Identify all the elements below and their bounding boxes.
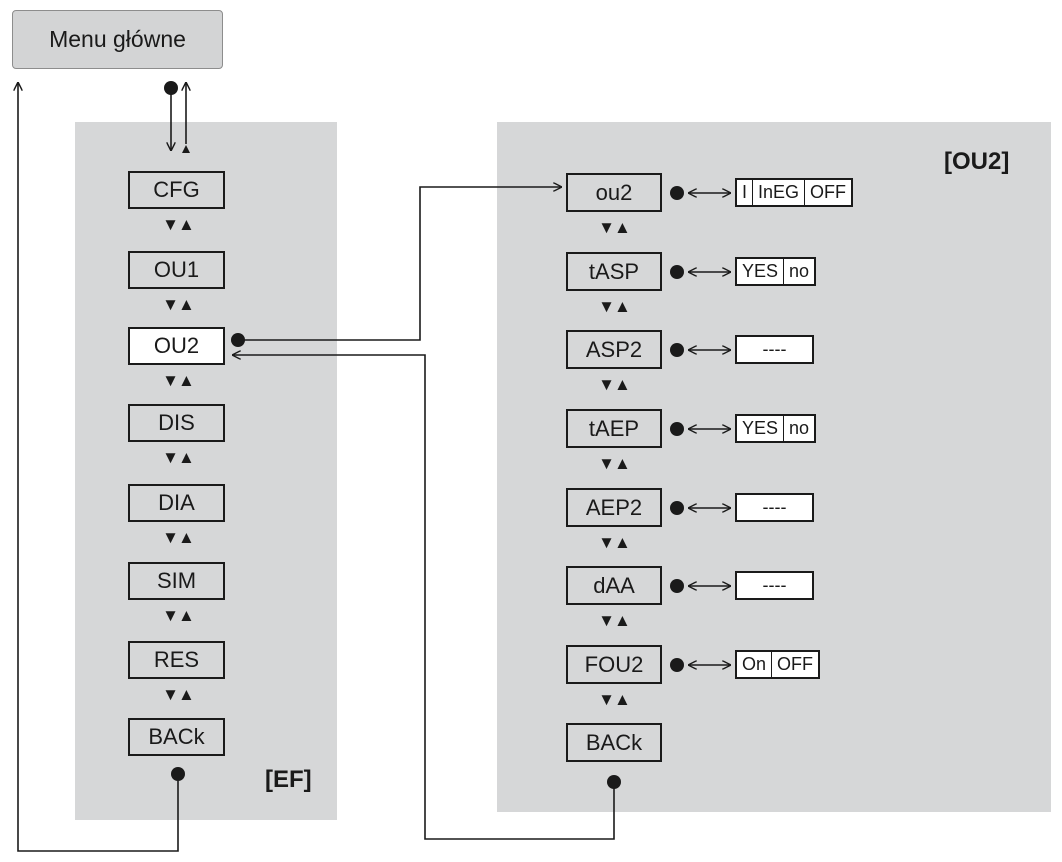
nav-arrows-icon: ▼▲: [162, 371, 195, 390]
option-off[interactable]: OFF: [810, 182, 847, 202]
nav-arrows-icon: ▼▲: [162, 215, 195, 234]
select-dot-icon: [670, 186, 684, 200]
option-no[interactable]: no: [789, 261, 810, 281]
ef-panel: [75, 122, 337, 820]
nav-arrows-icon: ▼▲: [598, 454, 631, 473]
option-ineg[interactable]: InEG: [753, 180, 806, 205]
select-dot-icon: [164, 81, 178, 95]
ou2-aep2-value[interactable]: ----: [735, 493, 814, 522]
option-off[interactable]: OFF: [777, 654, 814, 674]
ou2-item-back[interactable]: BACk: [566, 723, 662, 762]
ef-item-ou1[interactable]: OU1: [128, 251, 225, 289]
ef-item-sim[interactable]: SIM: [128, 562, 225, 600]
ef-item-res[interactable]: RES: [128, 641, 225, 679]
ou2-item-tasp[interactable]: tASP: [566, 252, 662, 291]
ou2-enter-line: [238, 187, 562, 341]
back-to-main-menu-line: [18, 82, 179, 852]
ef-item-dia[interactable]: DIA: [128, 484, 225, 522]
main-menu-button[interactable]: Menu główne: [12, 10, 223, 69]
ou2-panel: [497, 122, 1051, 812]
ef-item-dis[interactable]: DIS: [128, 404, 225, 442]
nav-arrows-icon: ▼▲: [598, 533, 631, 552]
ou2-return-line: [232, 355, 615, 840]
select-dot-icon: [670, 343, 684, 357]
option-no[interactable]: no: [789, 418, 810, 438]
nav-arrows-icon: ▼▲: [162, 448, 195, 467]
nav-arrows-icon: ▼▲: [162, 295, 195, 314]
ou2-item-taep[interactable]: tAEP: [566, 409, 662, 448]
ou2-item-aep2[interactable]: AEP2: [566, 488, 662, 527]
select-dot-icon: [231, 333, 245, 347]
ou2-panel-label: [OU2]: [944, 148, 1010, 175]
select-dot-icon: [670, 422, 684, 436]
option-on[interactable]: On: [737, 652, 773, 677]
nav-arrows-icon: ▼▲: [598, 690, 631, 709]
nav-arrows-icon: ▼▲: [598, 611, 631, 630]
select-dot-icon: [670, 265, 684, 279]
option-yes[interactable]: YES: [737, 416, 785, 441]
ou2-item-asp2[interactable]: ASP2: [566, 330, 662, 369]
up-arrow-icon: [182, 145, 190, 153]
nav-arrows-icon: ▼▲: [162, 606, 195, 625]
select-dot-icon: [171, 767, 185, 781]
option-i[interactable]: I: [737, 180, 754, 205]
ef-panel-label: [EF]: [265, 766, 312, 793]
select-dot-icon: [670, 501, 684, 515]
ou2-item-fou2[interactable]: FOU2: [566, 645, 662, 684]
ou2-asp2-value[interactable]: ----: [735, 335, 814, 364]
nav-arrows-icon: ▼▲: [598, 375, 631, 394]
select-dot-icon: [607, 775, 621, 789]
select-dot-icon: [670, 579, 684, 593]
ou2-item-ou2[interactable]: ou2: [566, 173, 662, 212]
ef-item-back[interactable]: BACk: [128, 718, 225, 756]
nav-arrows-icon: ▼▲: [162, 685, 195, 704]
ou2-daa-value[interactable]: ----: [735, 571, 814, 600]
nav-arrows-icon: ▼▲: [598, 218, 631, 237]
nav-arrows-icon: ▼▲: [162, 528, 195, 547]
ou2-item-daa[interactable]: dAA: [566, 566, 662, 605]
ef-item-cfg[interactable]: CFG: [128, 171, 225, 209]
option-yes[interactable]: YES: [737, 259, 785, 284]
ef-item-ou2[interactable]: OU2: [128, 327, 225, 365]
nav-arrows-icon: ▼▲: [598, 297, 631, 316]
select-dot-icon: [670, 658, 684, 672]
